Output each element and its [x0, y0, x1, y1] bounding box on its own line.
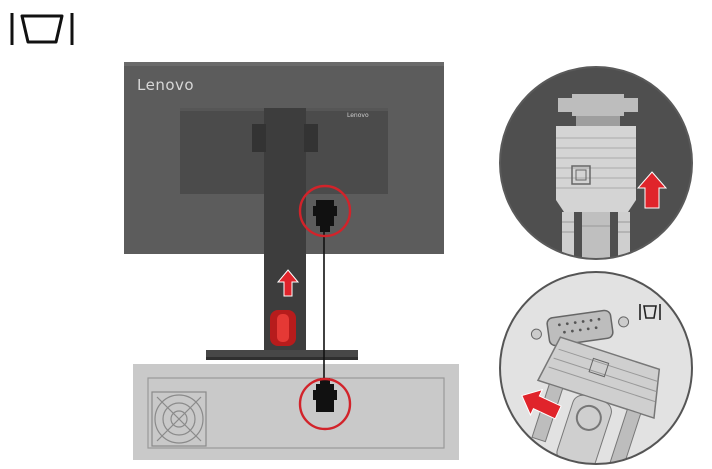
detail-view-monitor-port: [499, 66, 693, 260]
monitor-brand-label-small: Lenovo: [347, 112, 369, 119]
vga-port-icon: [639, 304, 661, 320]
monitor-rear-view: [124, 62, 444, 360]
monitor-connector-highlight: [298, 184, 352, 238]
detail-view-pc-port: [499, 271, 693, 465]
pc-case: [133, 364, 459, 460]
fan-grille-icon: [151, 391, 207, 447]
pc-connector-highlight: [298, 377, 352, 431]
monitor-stand-base: [206, 350, 358, 359]
monitor-vga-connector: [313, 200, 337, 232]
pc-vga-connector: [313, 378, 337, 412]
red-arrow-icon: [276, 269, 300, 297]
vga-port-icon: [10, 13, 74, 45]
monitor-brand-logo: Lenovo: [137, 76, 195, 94]
